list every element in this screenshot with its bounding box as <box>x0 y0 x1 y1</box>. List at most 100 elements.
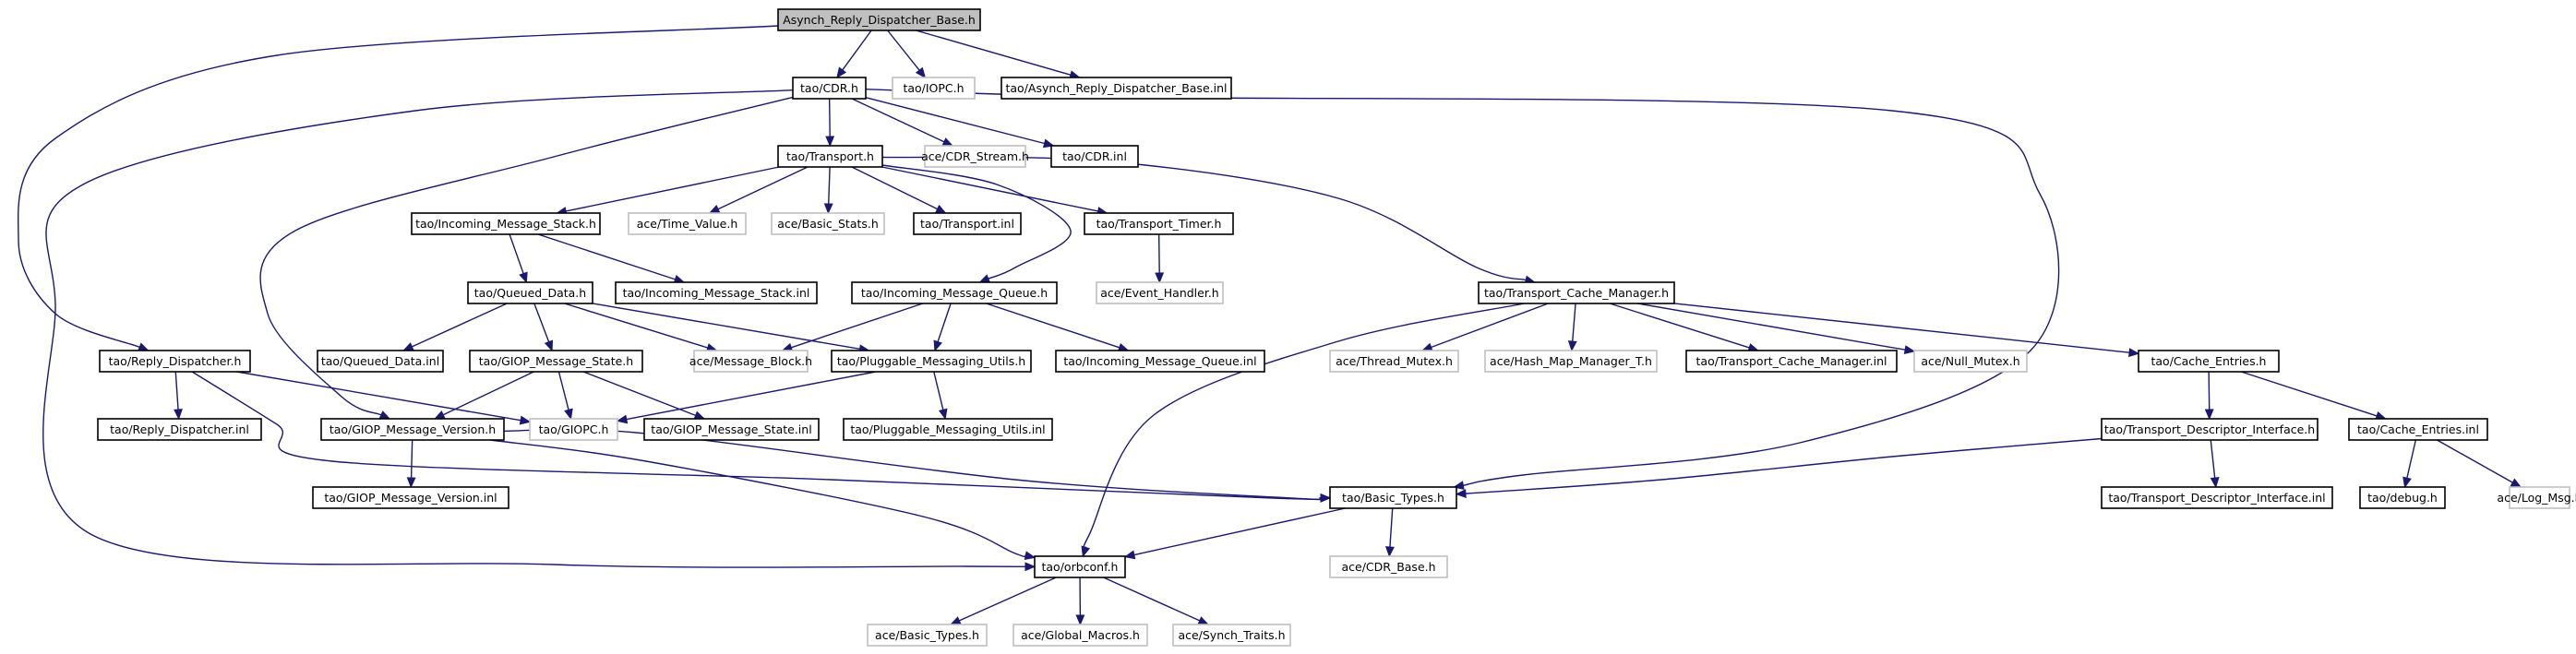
node-label: ace/Null_Mutex.h <box>1921 354 2019 368</box>
node-message-block-h: ace/Message_Block.h <box>689 350 812 373</box>
node-reply-dispatcher-inl[interactable]: tao/Reply_Dispatcher.inl <box>97 418 262 441</box>
node-box <box>1913 350 2028 373</box>
node-tcm-h[interactable]: tao/Transport_Cache_Manager.h <box>1478 281 1675 304</box>
node-cdr-inl[interactable]: tao/CDR.inl <box>1050 145 1139 168</box>
edge-tcm_h-to-orbconf_h <box>1081 303 1525 558</box>
node-basic-types-h[interactable]: tao/Basic_Types.h <box>1329 486 1457 509</box>
node-box <box>831 350 1032 373</box>
edge-imq_h-to-pmu_h <box>933 303 952 352</box>
node-cache-entries-inl[interactable]: tao/Cache_Entries.inl <box>2348 418 2488 441</box>
node-transport-timer-h[interactable]: tao/Transport_Timer.h <box>1084 212 1234 235</box>
node-pmu-h[interactable]: tao/Pluggable_Messaging_Utils.h <box>831 350 1032 373</box>
node-box <box>892 77 976 100</box>
edge-giop_state_h-to-giop_state_inl <box>582 371 706 420</box>
node-transport-inl[interactable]: tao/Transport.inl <box>913 212 1022 235</box>
node-transport-h[interactable]: tao/Transport.h <box>777 145 883 168</box>
edge-arrowhead <box>402 342 414 351</box>
node-ard-inl[interactable]: tao/Asynch_Reply_Dispatcher_Base.inl <box>1000 77 1232 100</box>
edge-line <box>887 30 920 71</box>
edge-arrowhead <box>836 66 847 79</box>
node-cdr-h[interactable]: tao/CDR.h <box>792 77 867 100</box>
node-ims-h[interactable]: tao/Incoming_Message_Stack.h <box>411 212 601 235</box>
node-iopc-h: tao/IOPC.h <box>892 77 976 100</box>
edge-line <box>2437 439 2513 483</box>
edge-arrowhead <box>2128 348 2140 358</box>
node-root[interactable]: Asynch_Reply_Dispatcher_Base.h <box>777 8 981 31</box>
edge-line <box>42 89 1026 568</box>
node-label: tao/Queued_Data.inl <box>321 354 439 368</box>
edge-line <box>881 164 1072 279</box>
node-label: tao/Incoming_Message_Stack.h <box>415 217 596 231</box>
edge-arrowhead <box>823 203 833 215</box>
node-tdi-h[interactable]: tao/Transport_Descriptor_Interface.h <box>2101 418 2318 441</box>
edge-pmu_h-to-pmu_inl <box>933 371 948 421</box>
node-tcm-inl[interactable]: tao/Transport_Cache_Manager.inl <box>1685 350 1898 373</box>
node-tdi-inl[interactable]: tao/Transport_Descriptor_Interface.inl <box>2101 486 2333 509</box>
node-label: tao/Transport_Descriptor_Interface.h <box>2104 422 2315 436</box>
edge-cache_entries_h-to-tdi_h <box>2204 371 2214 421</box>
edge-arrowhead <box>825 136 835 148</box>
edge-line <box>1637 303 1906 351</box>
edge-line <box>537 233 676 280</box>
node-box <box>529 418 618 441</box>
node-label: ace/Thread_Mutex.h <box>1336 354 1453 368</box>
node-giop-state-inl[interactable]: tao/GIOP_Message_State.inl <box>643 418 820 441</box>
edge-line <box>1452 437 2103 495</box>
node-reply-dispatcher-h[interactable]: tao/Reply_Dispatcher.h <box>99 350 251 373</box>
node-giop-version-h[interactable]: tao/GIOP_Message_Version.h <box>320 418 505 441</box>
node-box <box>843 418 1053 441</box>
edge-line <box>1082 303 1525 550</box>
edge-line <box>2406 439 2417 479</box>
node-queued-data-h[interactable]: tao/Queued_Data.h <box>467 281 593 304</box>
edge-arrowhead <box>1384 546 1395 558</box>
edge-line <box>937 303 952 342</box>
node-label: tao/Asynch_Reply_Dispatcher_Base.inl <box>1006 81 1228 95</box>
node-box <box>469 350 643 373</box>
node-thread-mutex-h: ace/Thread_Mutex.h <box>1329 350 1459 373</box>
edge-cdr_h-to-orbconf_h <box>42 89 1036 572</box>
edge-arrowhead <box>708 205 721 214</box>
edge-line <box>851 166 938 210</box>
node-ims-inl[interactable]: tao/Incoming_Message_Stack.inl <box>615 281 818 304</box>
edge-arrowhead <box>434 410 446 420</box>
node-debug-h[interactable]: tao/debug.h <box>2359 486 2446 509</box>
edge-arrowhead <box>1197 616 1210 625</box>
edge-arrowhead <box>2204 409 2214 421</box>
edge-tcm_h-to-hash_map_h <box>1567 303 1577 352</box>
node-label: tao/GIOP_Message_State.h <box>479 354 633 368</box>
node-label: tao/Transport.h <box>786 149 874 163</box>
node-label: tao/GIOP_Message_Version.h <box>329 422 496 436</box>
edge-arrowhead <box>2210 477 2220 489</box>
edge-line <box>566 166 780 212</box>
edge-arrowhead <box>941 137 954 147</box>
edge-orbconf_h-to-global_macros_h <box>1075 577 1085 626</box>
node-queued-data-inl[interactable]: tao/Queued_Data.inl <box>317 350 444 373</box>
edge-line <box>1389 507 1394 548</box>
node-label: tao/orbconf.h <box>1042 560 1119 574</box>
node-label: tao/CDR.inl <box>1062 149 1127 163</box>
node-box <box>312 486 509 509</box>
node-box <box>2138 350 2280 373</box>
node-cache-entries-h[interactable]: tao/Cache_Entries.h <box>2138 350 2280 373</box>
node-box <box>1096 281 1224 304</box>
edge-line <box>959 577 1057 622</box>
node-imq-h[interactable]: tao/Incoming_Message_Queue.h <box>851 281 1058 304</box>
node-label: tao/Reply_Dispatcher.inl <box>110 422 249 436</box>
node-box <box>1000 77 1232 100</box>
edge-line <box>533 303 550 342</box>
node-orbconf-h[interactable]: tao/orbconf.h <box>1034 555 1126 578</box>
node-time-value-h: ace/Time_Value.h <box>628 212 747 235</box>
node-pmu-inl[interactable]: tao/Pluggable_Messaging_Utils.inl <box>843 418 1053 441</box>
node-box <box>97 418 262 441</box>
node-giop-version-inl[interactable]: tao/GIOP_Message_Version.inl <box>312 486 509 509</box>
edge-line <box>828 166 831 205</box>
node-giop-state-h[interactable]: tao/GIOP_Message_State.h <box>469 350 643 373</box>
node-imq-inl[interactable]: tao/Incoming_Message_Queue.inl <box>1055 350 1265 373</box>
node-box <box>628 212 747 235</box>
node-label: tao/Incoming_Message_Queue.inl <box>1063 354 1256 368</box>
edge-line <box>916 30 1072 76</box>
edge-arrowhead <box>950 616 962 625</box>
edge-arrowhead <box>2402 476 2412 489</box>
edge-cache_entries_inl-to-log_msg_h <box>2437 439 2522 488</box>
edge-arrowhead <box>935 204 947 214</box>
